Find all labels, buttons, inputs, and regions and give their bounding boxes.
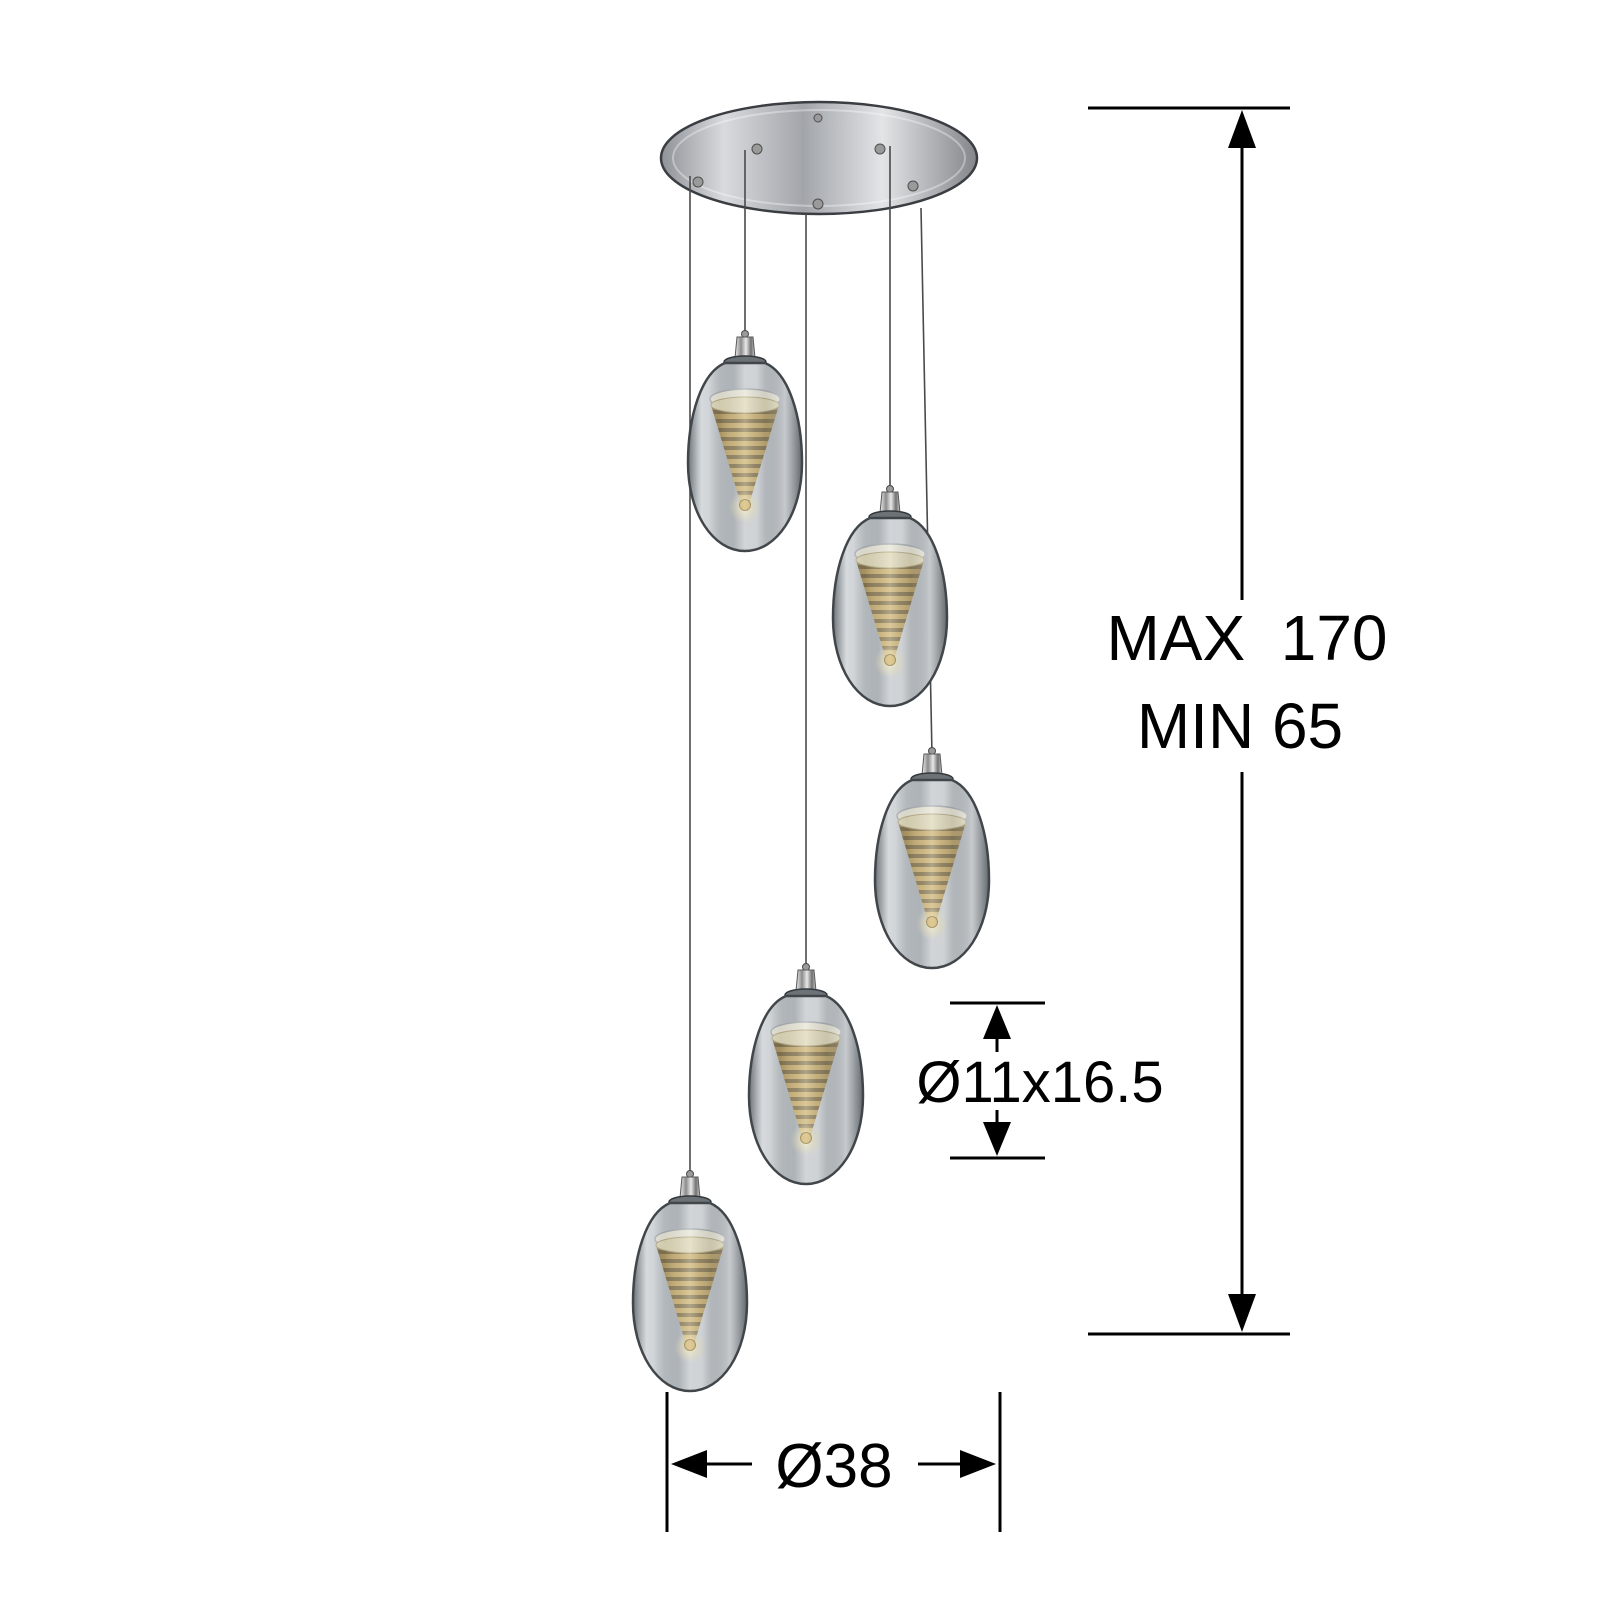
arrow-down-icon (983, 1122, 1011, 1156)
min-height-label: MIN 65 (1137, 690, 1343, 762)
arrow-up-icon (983, 1005, 1011, 1039)
dimension-shade-size: Ø11x16.5 (916, 1001, 1164, 1160)
suspension-wires (689, 146, 933, 1178)
canopy-diameter-label: Ø38 (775, 1432, 892, 1501)
canopy-screws (692, 113, 919, 210)
arrow-down-icon (1228, 1294, 1256, 1332)
dimension-overall-height: MAX 170 MIN 65 (1088, 106, 1388, 1336)
pendant-lamp-3 (873, 746, 991, 970)
pendant-lamp-4 (747, 962, 865, 1186)
pendant-lamp-2 (831, 484, 949, 708)
pendant-lamp-5 (631, 1169, 749, 1393)
arrow-up-icon (1228, 110, 1256, 148)
max-height-label: MAX 170 (1106, 602, 1387, 674)
ceiling-canopy (659, 100, 979, 216)
dimension-canopy-diameter: Ø38 (665, 1392, 1002, 1532)
arrow-right-icon (960, 1450, 996, 1478)
shade-size-label: Ø11x16.5 (916, 1050, 1163, 1115)
pendant-lamp-1 (686, 329, 804, 553)
arrow-left-icon (671, 1450, 707, 1478)
